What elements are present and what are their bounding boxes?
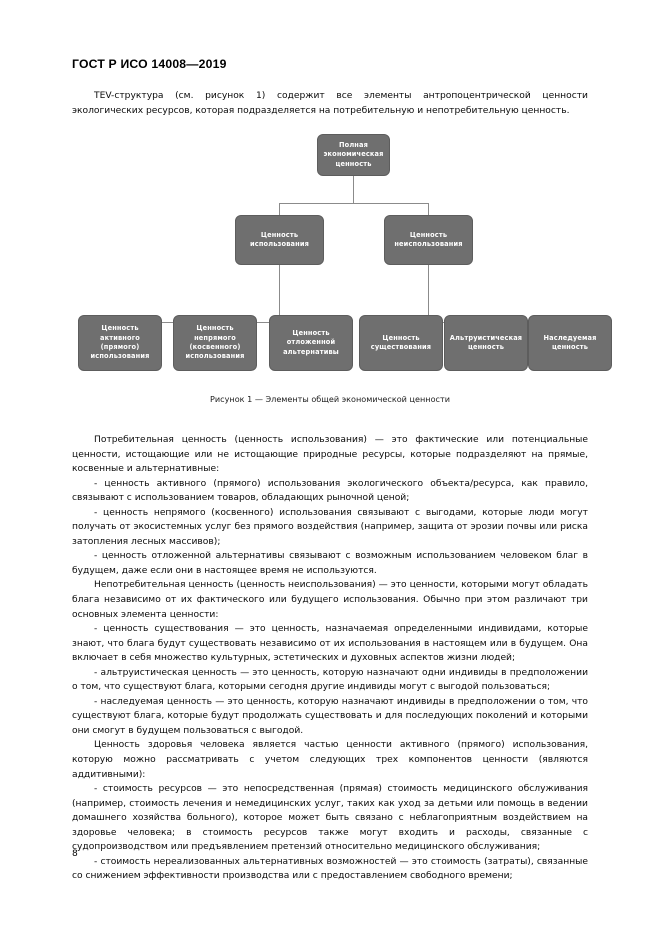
body-paragraph: Потребительная ценность (ценность исполь…	[72, 435, 588, 475]
diagram-node-existence-value-label: Ценность существования	[370, 333, 432, 351]
body-paragraph: - альтруистическая ценность — это ценнос…	[72, 667, 588, 693]
figure-caption: Рисунок 1 — Элементы общей экономической…	[210, 394, 450, 404]
body-paragraph: Непотребительная ценность (ценность неис…	[72, 580, 588, 620]
connector-level2-drop-right	[428, 203, 429, 215]
diagram-node-use-value-label: Ценность использования	[250, 230, 309, 248]
diagram-node-root-label: Полная экономическая ценность	[323, 140, 384, 168]
diagram-node-use-value: Ценность использования	[235, 215, 324, 265]
diagram-node-root: Полная экономическая ценность	[317, 134, 390, 176]
diagram-node-bequest-value: Наследуемая ценность	[528, 315, 612, 371]
body-paragraph: - ценность отложенной альтернативы связы…	[72, 551, 588, 576]
body-paragraph: - стоимость ресурсов — это непосредствен…	[72, 784, 588, 853]
diagram-node-option-value: Ценность отложенной альтернативы	[269, 315, 353, 371]
connector-level2-drop-left	[279, 203, 280, 215]
page-number: 8	[72, 849, 78, 859]
diagram-node-altruistic-value-label: Альтруистическая ценность	[449, 333, 523, 351]
figure-total-economic-value-diagram: Полная экономическая ценность Ценность и…	[72, 131, 612, 386]
diagram-node-active-direct-use-value: Ценность активного (прямого) использован…	[78, 315, 162, 371]
diagram-node-non-use-value: Ценность неиспользования	[384, 215, 473, 265]
connector-root-stem	[353, 176, 354, 203]
document-header-standard-number: ГОСТ Р ИСО 14008—2019	[72, 57, 227, 71]
diagram-node-existence-value: Ценность существования	[359, 315, 443, 371]
diagram-node-option-value-label: Ценность отложенной альтернативы	[283, 328, 339, 356]
body-paragraph: - наследуемая ценность — это ценность, к…	[72, 696, 588, 736]
intro-paragraph-block: TEV-структура (см. рисунок 1) содержит в…	[72, 89, 588, 118]
body-paragraph: - ценность непрямого (косвенного) исполь…	[72, 507, 588, 547]
diagram-node-active-direct-use-value-label: Ценность активного (прямого) использован…	[90, 324, 150, 361]
diagram-node-indirect-use-value: Ценность непрямого (косвенного) использо…	[173, 315, 257, 371]
body-paragraph: Ценность здоровья человека является част…	[72, 740, 588, 780]
diagram-node-indirect-use-value-label: Ценность непрямого (косвенного) использо…	[185, 324, 245, 361]
diagram-node-altruistic-value: Альтруистическая ценность	[444, 315, 528, 371]
diagram-node-non-use-value-label: Ценность неиспользования	[394, 230, 463, 248]
connector-use-value-stem	[279, 265, 280, 322]
intro-paragraph: TEV-структура (см. рисунок 1) содержит в…	[72, 91, 588, 116]
diagram-node-bequest-value-label: Наследуемая ценность	[543, 333, 597, 351]
connector-non-use-value-stem	[428, 265, 429, 322]
body-paragraph: - ценность активного (прямого) использов…	[72, 478, 588, 504]
connector-level2-bus	[279, 203, 428, 204]
body-paragraph: - стоимость нереализованных альтернативн…	[72, 856, 588, 882]
main-text-block: Потребительная ценность (ценность исполь…	[72, 433, 588, 884]
body-paragraph: - ценность существования — это ценность,…	[72, 624, 588, 664]
